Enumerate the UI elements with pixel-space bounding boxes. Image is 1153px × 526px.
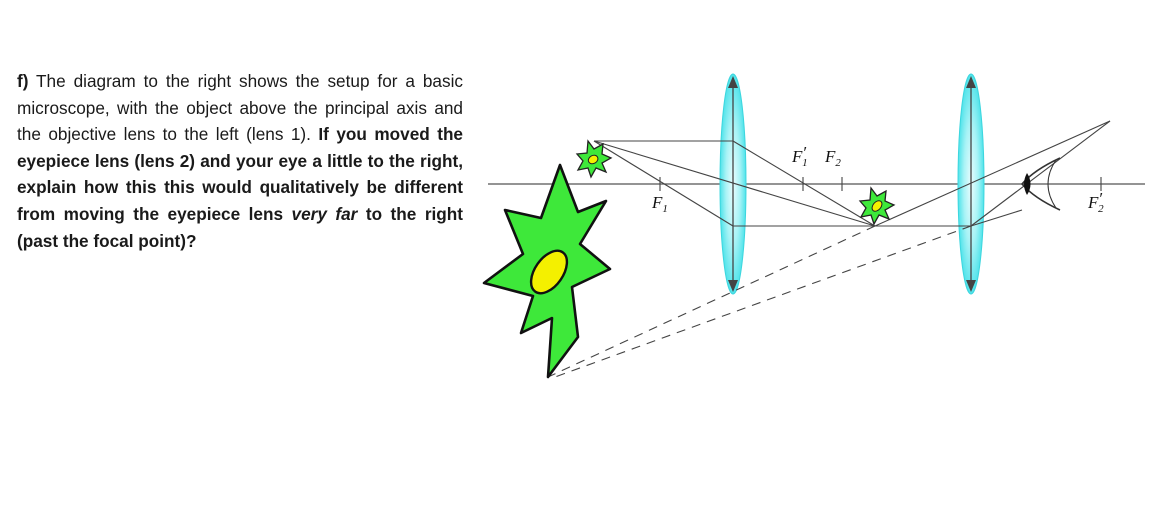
question-text-bold: If you moved the eyepiece lens (lens 2) …	[17, 124, 463, 251]
question-emphasis: very far	[291, 203, 358, 224]
label-f2-prime: F′2	[1087, 189, 1104, 215]
label-f1-prime: F′1	[791, 143, 808, 169]
ray-refracted-1	[732, 140, 876, 227]
intermediate-image-cell	[858, 186, 896, 226]
virtual-image-cell	[482, 163, 612, 379]
question-text: f) The diagram to the right shows the se…	[17, 68, 463, 254]
label-f2: F2	[824, 147, 841, 169]
ray-focal-1	[593, 140, 734, 227]
ray-eyepiece-central	[874, 120, 1111, 227]
virtual-ray-2	[554, 225, 972, 378]
virtual-ray-1	[547, 225, 876, 378]
eyepiece-lens	[957, 73, 985, 295]
ray-eyepiece-exit-visible	[970, 120, 1111, 227]
objective-lens	[719, 73, 747, 295]
ray-eyepiece-focal	[970, 209, 1023, 227]
object-cell	[575, 139, 613, 179]
question-lead: f)	[17, 71, 29, 91]
ray-central-1	[593, 140, 876, 227]
question-text-plain: The diagram to the right shows the setup…	[17, 71, 463, 145]
label-f1: F1	[651, 193, 668, 215]
eye-icon	[1020, 157, 1061, 211]
